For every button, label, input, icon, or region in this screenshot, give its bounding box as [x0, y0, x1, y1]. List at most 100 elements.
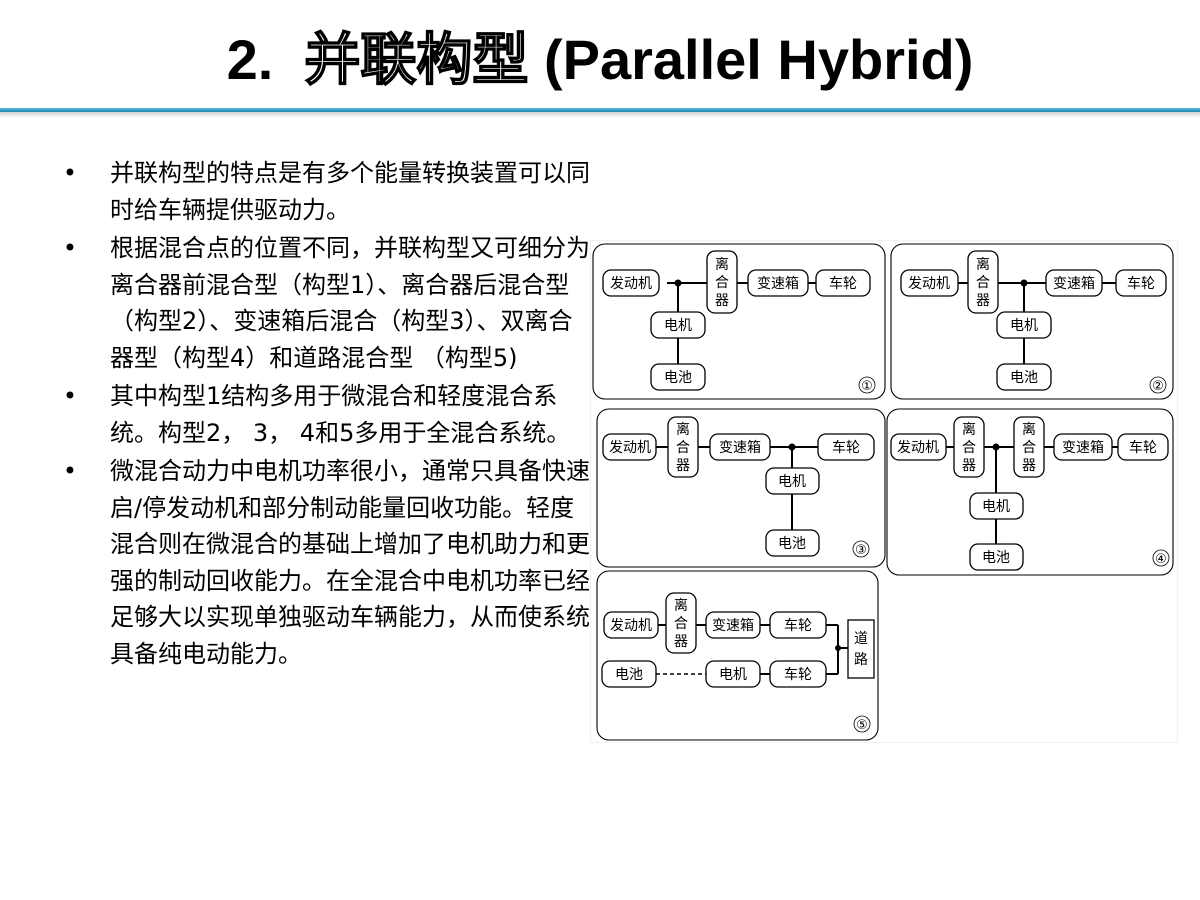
gearbox-label: 变速箱 — [712, 618, 754, 634]
engine-box — [900, 269, 959, 297]
engine-box — [602, 433, 657, 461]
bullet-item: • 根据混合点的位置不同，并联构型又可细分为离合器前混合型（构型1）、离合器后混合… — [60, 230, 590, 376]
configuration-diagrams: 发动机 离 合 器 变速箱 车轮 电机 电池 ① 发动机 离 合 器 变速箱 车… — [590, 240, 1178, 743]
clutch-label: 离 — [962, 421, 976, 438]
road-label: 路 — [854, 652, 868, 668]
page-title: 2. 并联构型 (Parallel Hybrid) — [0, 18, 1200, 102]
bullet-item: • 其中构型1结构多用于微混合和轻度混合系统。构型2， 3， 4和5多用于全混合系… — [60, 378, 590, 451]
engine-label: 发动机 — [609, 440, 651, 456]
bullet-text: 其中构型1结构多用于微混合和轻度混合系统。构型2， 3， 4和5多用于全混合系统… — [110, 382, 571, 447]
engine-box — [603, 611, 659, 639]
battery-label: 电池 — [982, 550, 1010, 566]
wheel-box — [1117, 433, 1169, 461]
gearbox-label: 变速箱 — [1053, 276, 1095, 292]
panel-number: ⑤ — [856, 718, 868, 733]
engine-box — [602, 269, 660, 297]
motor-box — [996, 311, 1052, 339]
wheel-box — [1115, 269, 1167, 297]
clutch-label: 器 — [976, 293, 990, 309]
wheel-box — [815, 269, 871, 297]
bullet-dot: • — [62, 382, 78, 410]
battery-box — [996, 363, 1052, 391]
panel-number: ④ — [1155, 552, 1167, 567]
wheel-box — [817, 433, 875, 461]
clutch-box — [967, 250, 999, 314]
gearbox-box — [747, 269, 809, 297]
road-box — [847, 619, 875, 679]
battery-label: 电池 — [778, 536, 806, 552]
title-number: 2. — [226, 28, 274, 91]
title-divider — [0, 108, 1200, 112]
motor-box — [765, 467, 820, 495]
clutch-box — [953, 416, 985, 478]
clutch-label: 合 — [962, 440, 976, 456]
motor-label: 电机 — [982, 499, 1010, 515]
wheel-label: 车轮 — [784, 666, 812, 683]
battery-box — [601, 660, 657, 688]
title-chinese: 并联构型 — [304, 27, 530, 94]
engine-label: 发动机 — [897, 440, 939, 456]
gearbox-label: 变速箱 — [719, 440, 761, 456]
gearbox-box — [1053, 433, 1113, 461]
panel-config-3: 发动机 离 合 器 变速箱 车轮 电机 电池 ③ — [596, 408, 886, 568]
panel-number: ③ — [855, 543, 867, 558]
motor-box — [969, 492, 1024, 520]
wheel-label: 车轮 — [829, 275, 857, 292]
panel-config-4: 发动机 离 合 器 离 合 器 变速箱 车轮 电机 电池 ④ — [886, 408, 1174, 576]
motor-box — [650, 311, 706, 339]
clutch-label: 合 — [674, 616, 688, 632]
panel-config-2: 发动机 离 合 器 变速箱 车轮 电机 电池 ② — [890, 243, 1174, 400]
title-english: (Parallel Hybrid) — [543, 28, 974, 91]
bullet-item: •并联构型的特点是有多个能量转换装置可以同时给车辆提供驱动力。 — [60, 155, 590, 228]
gearbox-box — [1045, 269, 1103, 297]
wheel-box-2 — [769, 660, 827, 688]
clutch-label: 器 — [676, 458, 690, 474]
panel-config-1: 发动机 离 合 器 变速箱 车轮 电机 电池 ① — [592, 243, 886, 400]
battery-box — [650, 363, 706, 391]
road-label: 道 — [854, 631, 868, 647]
clutch-label: 器 — [715, 293, 729, 309]
clutch-label: 离 — [676, 421, 690, 438]
clutch-box — [706, 250, 738, 314]
wheel-label: 车轮 — [1127, 275, 1155, 292]
clutch-box — [665, 592, 697, 654]
wheel-label: 车轮 — [1129, 439, 1157, 456]
wheel-label: 车轮 — [784, 617, 812, 634]
bullet-dot: • — [62, 234, 78, 262]
motor-label: 电机 — [1010, 318, 1038, 334]
engine-label: 发动机 — [610, 276, 652, 292]
clutch-label: 器 — [674, 634, 688, 650]
clutch-label: 离 — [1022, 421, 1036, 438]
panel-number: ② — [1152, 379, 1164, 394]
clutch-box-2 — [1013, 416, 1045, 478]
motor-label: 电机 — [719, 667, 747, 683]
bullet-item: • 微混合动力中电机功率很小，通常只具备快速启/停发动机和部分制动能量回收功能。轻… — [60, 453, 590, 672]
battery-box — [765, 529, 820, 557]
panel-config-5: 发动机 离 合 器 变速箱 车轮 电池 电机 车轮 道 路 ⑤ — [596, 570, 879, 741]
clutch-label: 合 — [676, 440, 690, 456]
panel-number: ① — [861, 379, 873, 394]
title-divider-shadow — [0, 112, 1200, 118]
battery-label: 电池 — [615, 667, 643, 683]
bullet-text: 微混合动力中电机功率很小，通常只具备快速启/停发动机和部分制动能量回收功能。轻度… — [110, 457, 590, 668]
engine-label: 发动机 — [908, 276, 950, 292]
motor-box — [705, 660, 761, 688]
clutch-label: 器 — [962, 458, 976, 474]
bullet-text: 并联构型的特点是有多个能量转换装置可以同时给车辆提供驱动力。 — [110, 159, 590, 224]
clutch-box — [667, 416, 699, 478]
bullet-list: •并联构型的特点是有多个能量转换装置可以同时给车辆提供驱动力。 •根据混合点的位… — [60, 155, 590, 674]
clutch-label: 离 — [674, 597, 688, 614]
gearbox-box — [705, 611, 761, 639]
bullet-dot: • — [62, 457, 78, 485]
battery-box — [969, 543, 1024, 571]
bullet-text: 根据混合点的位置不同，并联构型又可细分为离合器前混合型（构型1）、离合器后混合型… — [110, 234, 590, 372]
engine-label: 发动机 — [610, 618, 652, 634]
gearbox-label: 变速箱 — [757, 276, 799, 292]
clutch-label: 合 — [1022, 440, 1036, 456]
clutch-label: 离 — [715, 256, 729, 273]
clutch-label: 器 — [1022, 458, 1036, 474]
clutch-label: 合 — [976, 275, 990, 291]
clutch-label: 离 — [976, 256, 990, 273]
motor-label: 电机 — [664, 318, 692, 334]
gearbox-label: 变速箱 — [1062, 440, 1104, 456]
